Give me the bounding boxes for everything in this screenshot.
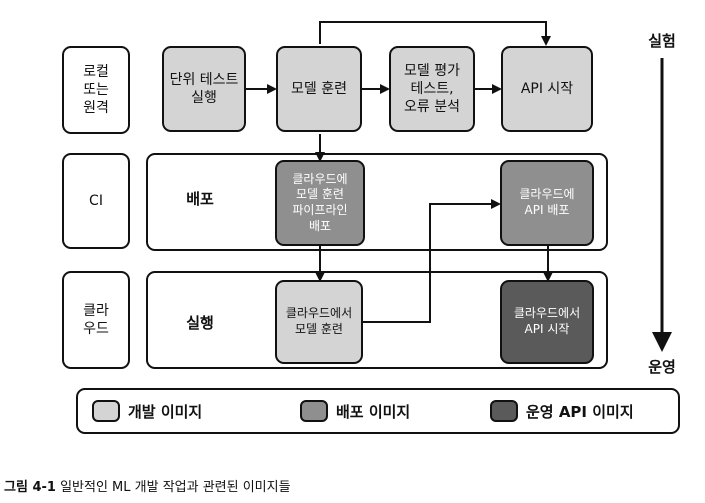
cloud-train-node: 클라우드에서 모델 훈련 (275, 280, 363, 364)
legend-swatch-ops (490, 400, 518, 422)
row-label-ci: CI (62, 153, 130, 249)
model-train-node: 모델 훈련 (276, 46, 362, 132)
unit-test-node: 단위 테스트 실행 (162, 46, 246, 132)
legend-label-ops: 운영 API 이미지 (526, 402, 634, 421)
legend-swatch-dev (92, 400, 120, 422)
cloud-api-deploy-node: 클라우드에 API 배포 (500, 160, 594, 246)
legend-label-deploy: 배포 이미지 (336, 402, 411, 421)
legend-item-ops: 운영 API 이미지 (490, 400, 634, 422)
axis-arrow-head (652, 332, 672, 352)
row-label-cloud: 클라 우드 (62, 271, 130, 369)
legend-label-dev: 개발 이미지 (128, 402, 203, 421)
caption-text: 일반적인 ML 개발 작업과 관련된 이미지들 (60, 480, 291, 495)
stage-label-deploy: 배포 (186, 189, 214, 208)
axis-label-operations: 운영 (648, 358, 676, 376)
cloud-pipeline-deploy-node: 클라우드에 모델 훈련 파이프라인 배포 (275, 160, 365, 246)
model-eval-node: 모델 평가 테스트, 오류 분석 (389, 46, 475, 132)
cloud-api-start-node: 클라우드에서 API 시작 (500, 280, 594, 364)
axis-label-experiment: 실험 (648, 32, 676, 50)
legend: 개발 이미지 배포 이미지 운영 API 이미지 (76, 388, 680, 434)
legend-item-deploy: 배포 이미지 (300, 400, 410, 422)
legend-item-dev: 개발 이미지 (92, 400, 202, 422)
api-start-node: API 시작 (501, 46, 593, 132)
caption-label: 그림 4-1 (4, 480, 56, 495)
arrow-cloud-train-to-api-deploy (362, 199, 501, 323)
figure-caption: 그림 4-1 일반적인 ML 개발 작업과 관련된 이미지들 (4, 476, 604, 495)
row-label-local: 로컬 또는 원격 (62, 46, 130, 134)
stage-label-run: 실행 (186, 313, 214, 332)
arrow-train-to-api-top (319, 21, 551, 46)
legend-swatch-deploy (300, 400, 328, 422)
